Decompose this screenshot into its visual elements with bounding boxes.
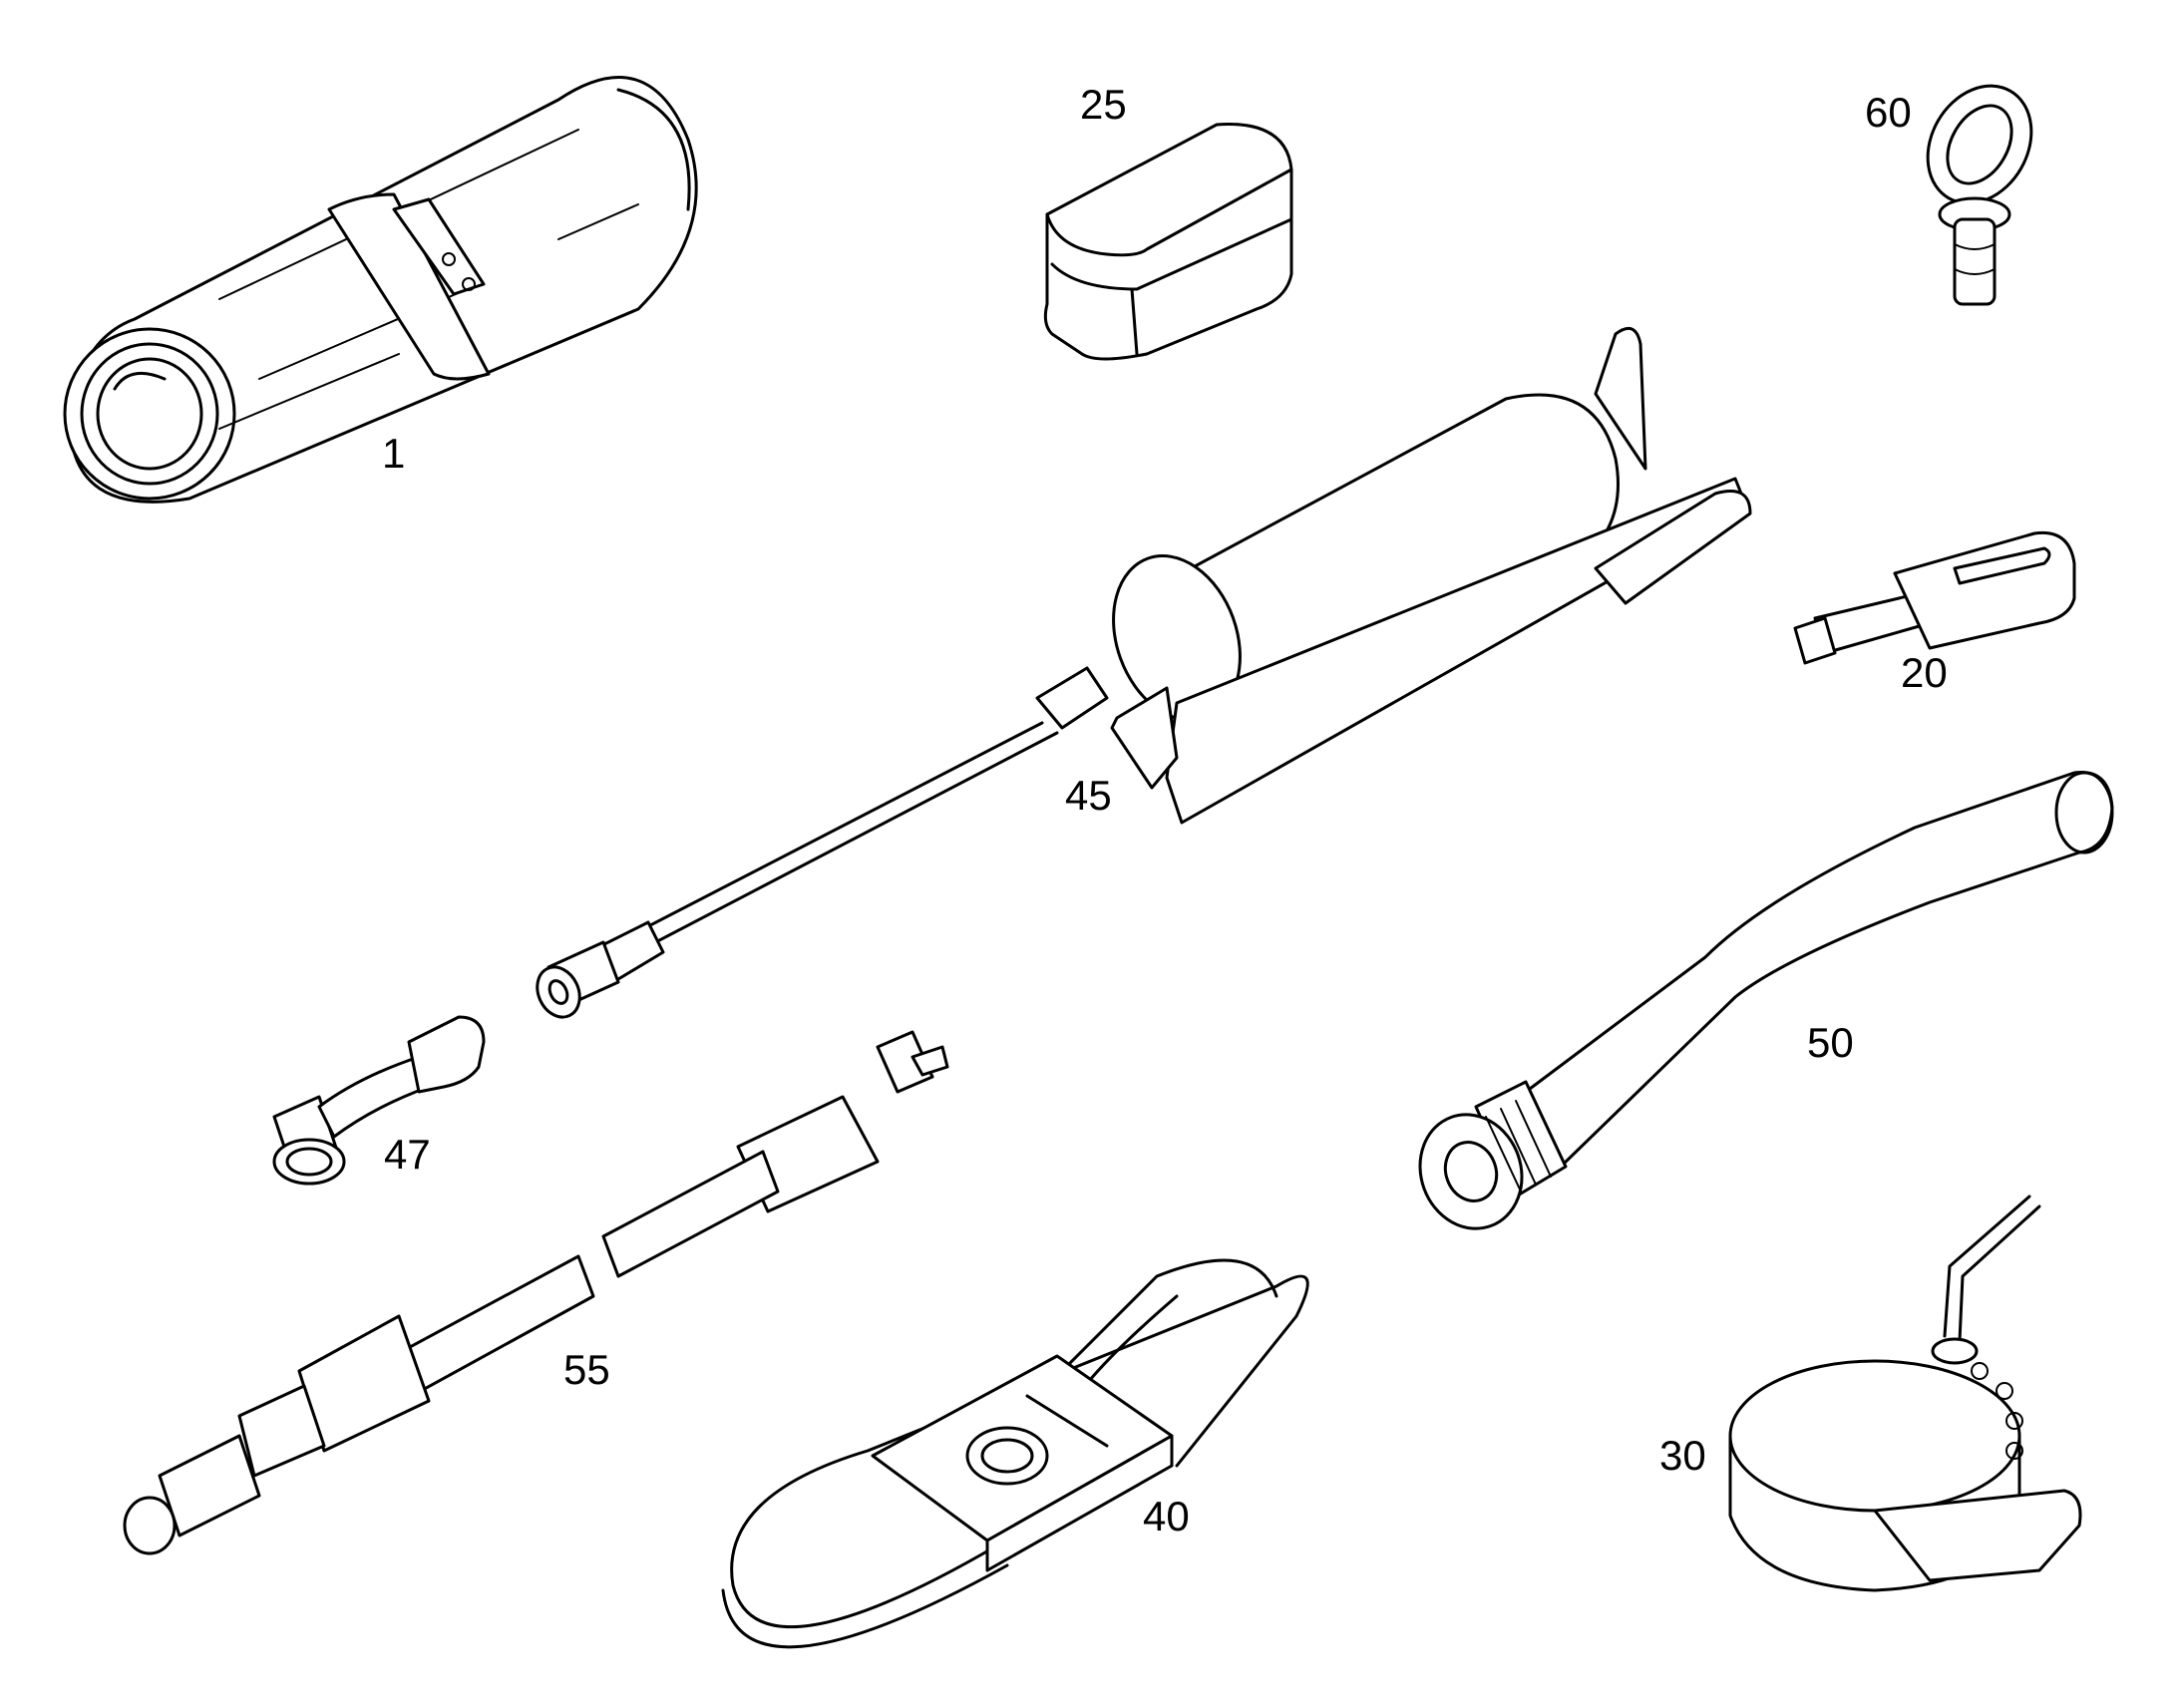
banjo-fitting-drawing [272,1015,486,1186]
callout-25: 25 [1080,81,1127,128]
grease-gun-drawing [536,326,1752,1019]
tool-roll-drawing [63,76,698,504]
eye-bolt-drawing [1926,84,2033,306]
callout-40: 40 [1143,1493,1190,1539]
callout-20: 20 [1901,649,1948,696]
grease-box-drawing [1043,123,1293,361]
belt-drawing [721,1258,1309,1649]
callout-60: 60 [1865,89,1912,136]
key-drawing [1793,530,2076,665]
callout-50: 50 [1807,1019,1854,1066]
callout-30: 30 [1659,1432,1706,1479]
callout-1: 1 [382,430,406,477]
handle-bar-drawing [1418,770,2114,1230]
hose-drawing [123,1030,949,1555]
filter-wrench-drawing [1728,1195,2082,1592]
callout-45: 45 [1065,772,1112,819]
callout-47: 47 [384,1131,431,1178]
callout-55: 55 [563,1346,610,1393]
